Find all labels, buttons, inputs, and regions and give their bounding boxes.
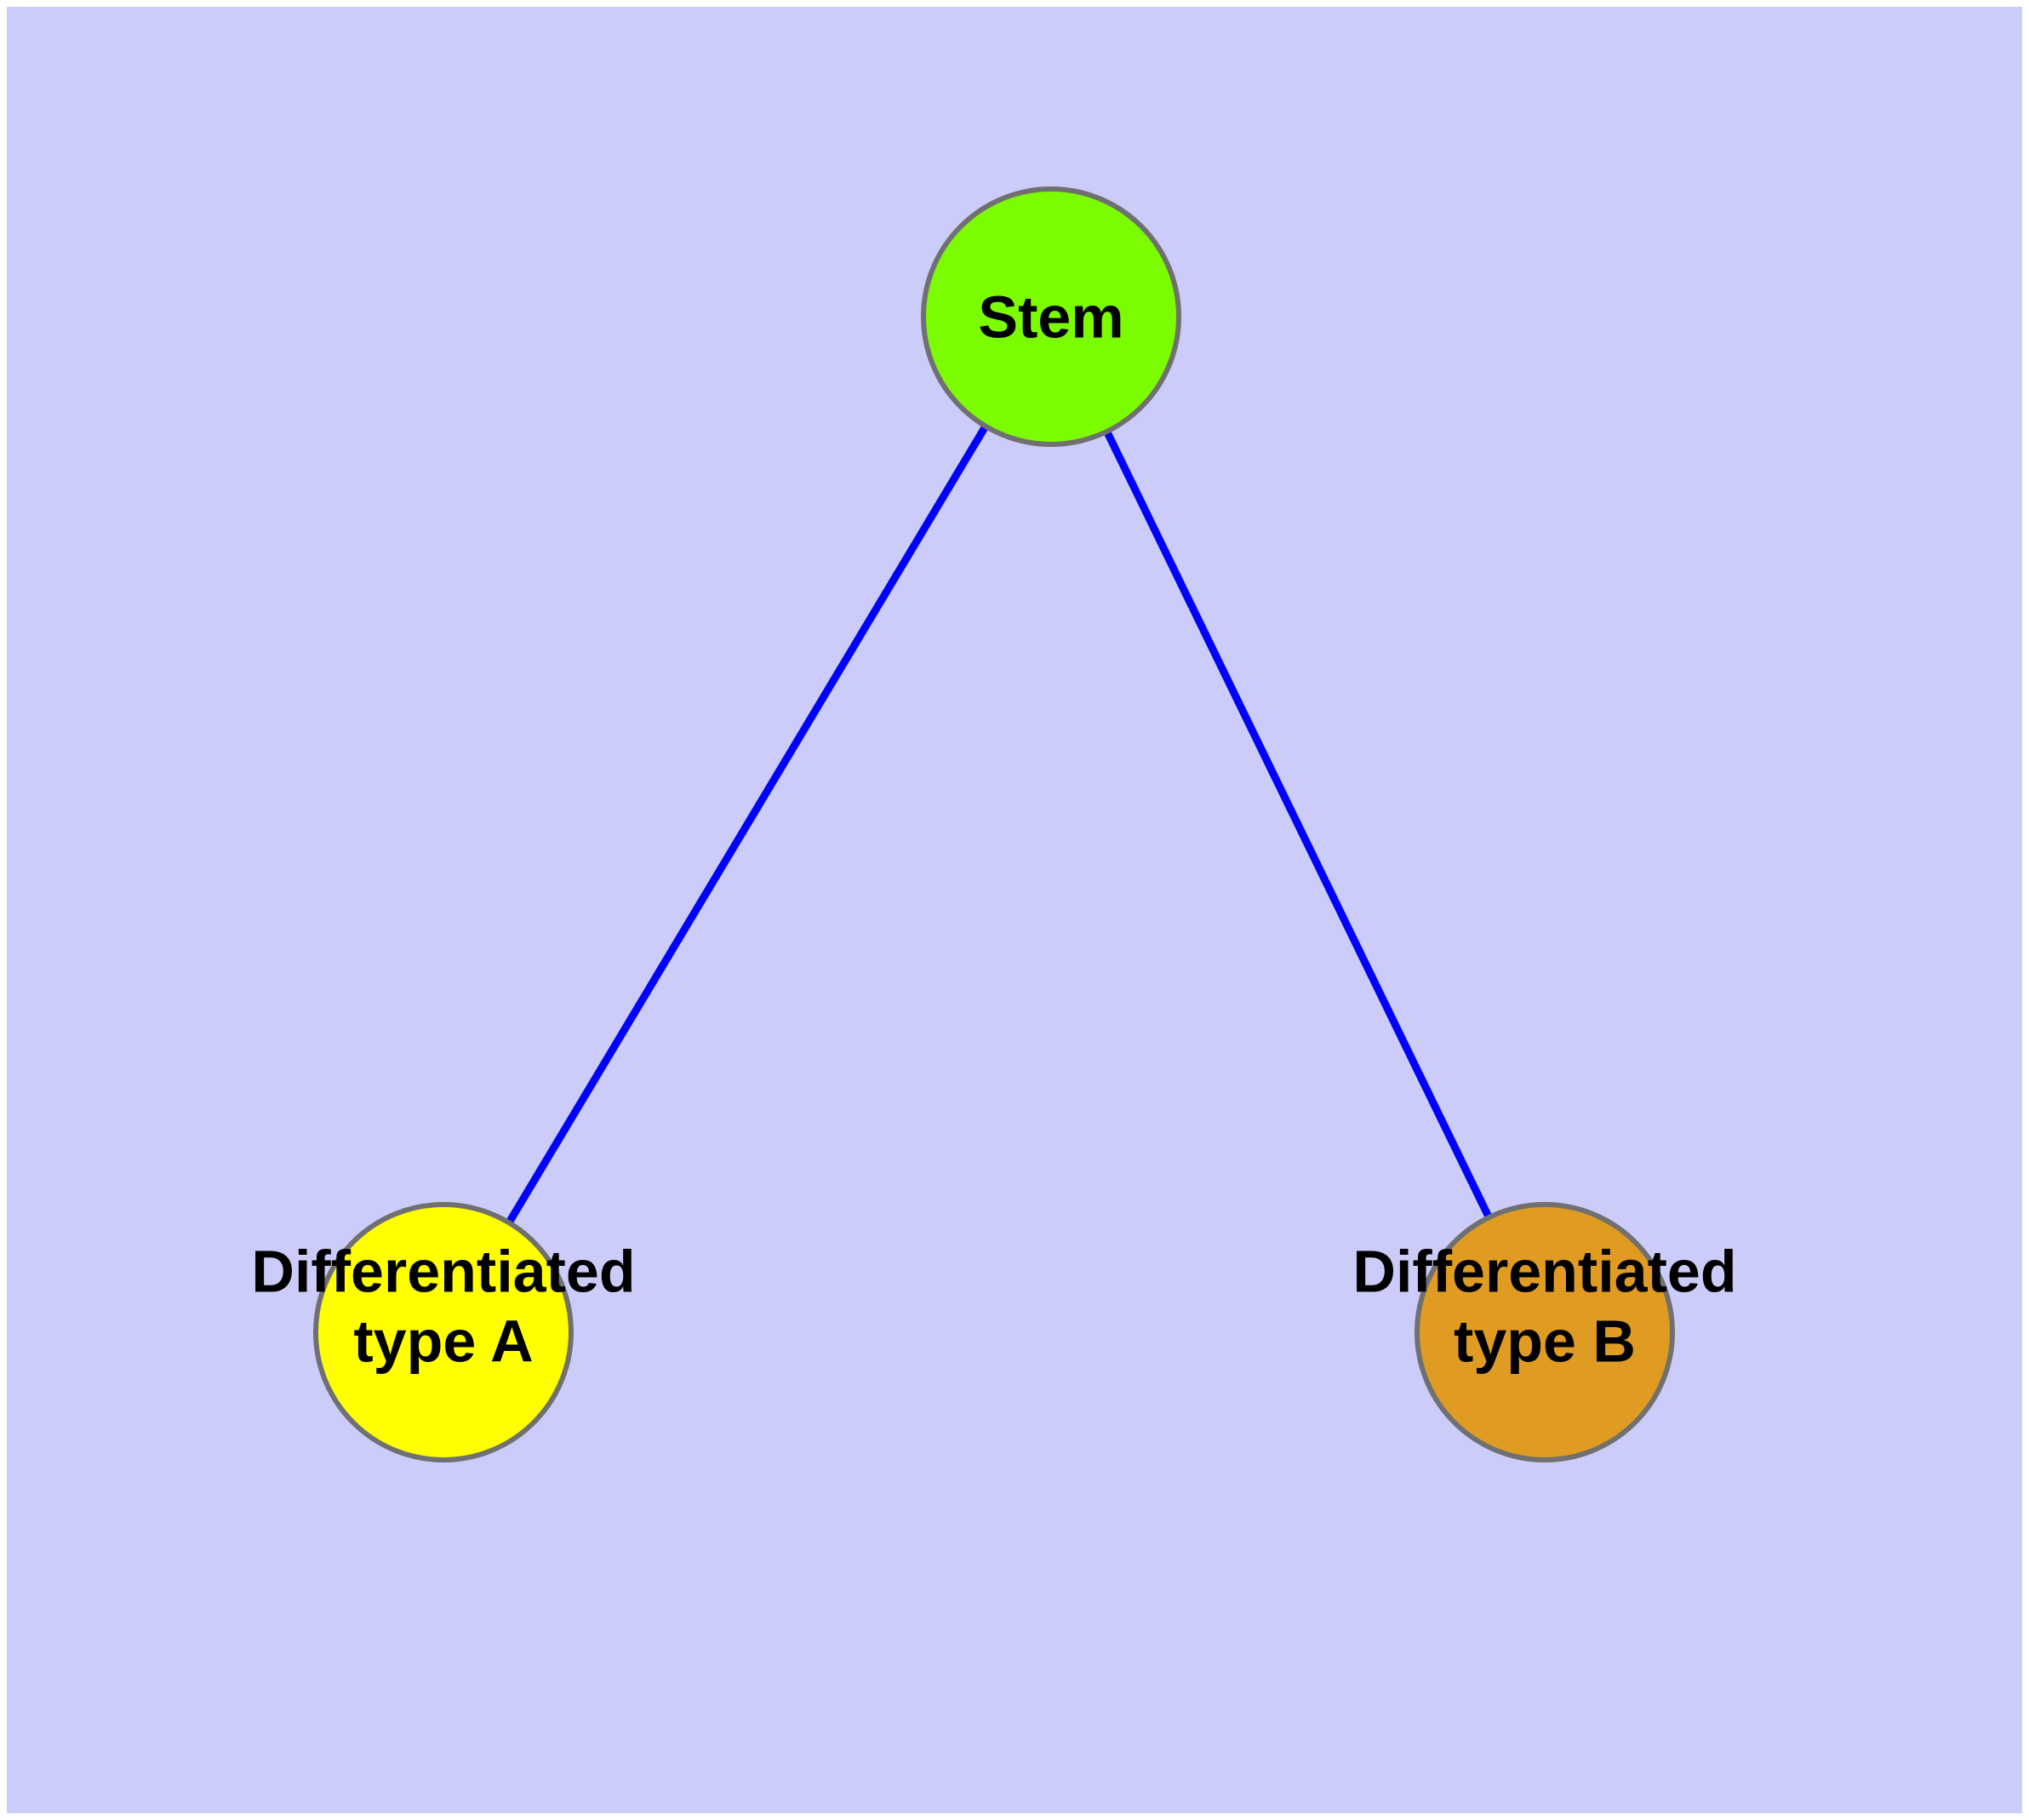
graph-edge[interactable]: [1098, 419, 1498, 1230]
node-label-line: type A: [353, 1308, 533, 1375]
node-label-line: Differentiated: [251, 1239, 635, 1305]
graph-node-diff_a[interactable]: [313, 1202, 574, 1462]
node-label-stem: Stem: [978, 284, 1123, 351]
graph-node-stem[interactable]: [921, 186, 1181, 447]
graph-edge[interactable]: [499, 414, 996, 1235]
edges-layer: [499, 414, 1498, 1235]
nodes-layer: [313, 186, 1675, 1462]
node-label-line: type B: [1454, 1308, 1636, 1375]
graph-node-diff_b[interactable]: [1415, 1202, 1675, 1462]
node-label-line: Differentiated: [1352, 1239, 1736, 1305]
node-label-line: Stem: [978, 284, 1123, 351]
